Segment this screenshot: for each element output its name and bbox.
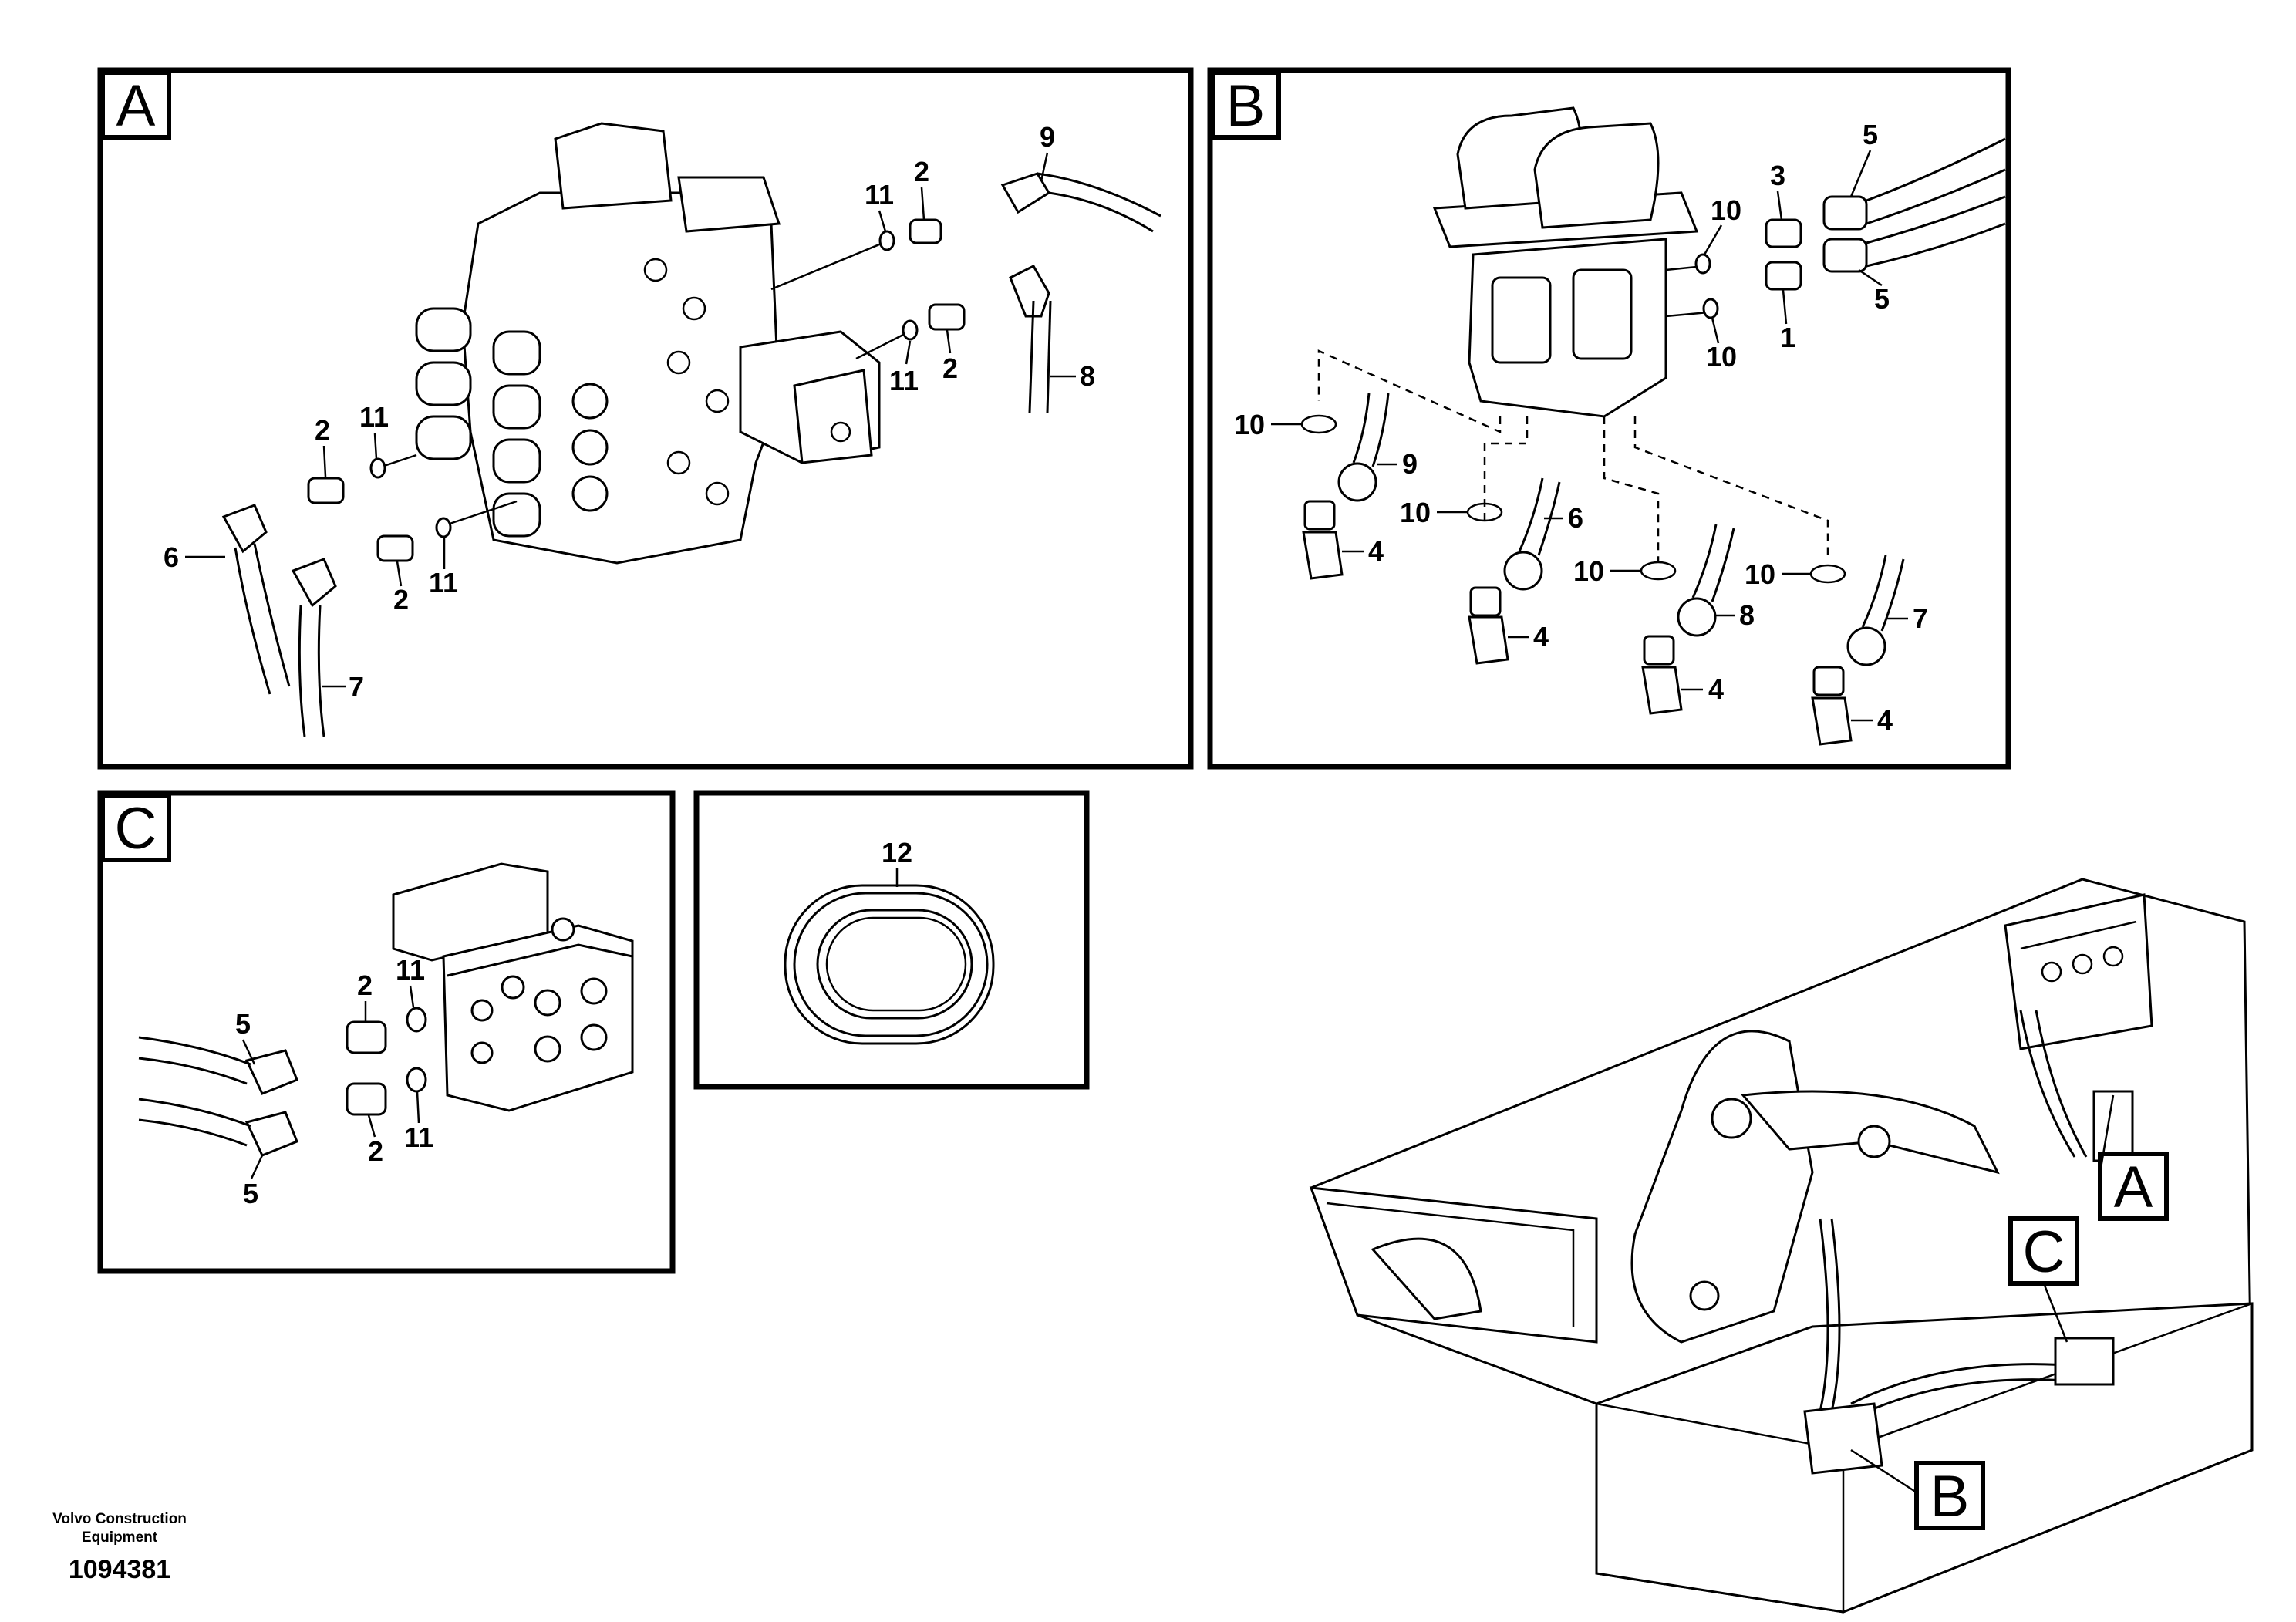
callout-b-6: 6 <box>1568 502 1583 534</box>
overview-tag-a-label: A <box>2114 1155 2153 1220</box>
callout-c-2-bottom: 2 <box>368 1135 383 1167</box>
callout-b-1: 1 <box>1780 322 1795 353</box>
manifold-block-illustration <box>392 862 634 1112</box>
panel-a-callouts: 9 11 2 8 11 2 2 11 6 2 11 7 <box>164 121 1095 703</box>
callout-b-4-g2: 4 <box>1533 621 1549 653</box>
footer-company-line1: Volvo Construction <box>52 1511 187 1527</box>
callout-b-5-right: 5 <box>1874 283 1890 315</box>
panel-a: A <box>97 67 1194 770</box>
manifold-fittings <box>138 1007 427 1157</box>
callout-c-11-top: 11 <box>396 954 425 986</box>
callout-a-2-mid: 2 <box>942 352 958 384</box>
grommet-illustration <box>784 884 995 1045</box>
fitting-set-upper-right <box>770 172 1161 291</box>
callout-a-2-top: 2 <box>914 156 929 187</box>
callout-a-7: 7 <box>349 671 364 703</box>
panel-b-tag: B <box>1226 73 1266 139</box>
callout-a-11-left: 11 <box>359 401 389 433</box>
callout-a-8: 8 <box>1080 360 1095 392</box>
panel-b: B <box>1207 67 2011 770</box>
panel-grommet: 12 <box>693 790 1090 1090</box>
callout-b-4-g3: 4 <box>1708 673 1724 705</box>
callout-b-4-g1: 4 <box>1368 535 1384 567</box>
control-valve-illustration <box>415 122 881 565</box>
callout-a-11-bottom: 11 <box>429 567 458 599</box>
callout-a-6: 6 <box>164 541 179 573</box>
panel-c-callouts: 11 2 5 2 11 5 <box>235 954 433 1209</box>
fitting-group-3 <box>1640 524 1735 715</box>
pilot-valve-illustration <box>1432 106 1709 418</box>
callout-b-10-g2: 10 <box>1400 497 1431 528</box>
callout-b-10-top: 10 <box>1711 194 1741 226</box>
footer-document-number: 1094381 <box>68 1555 171 1584</box>
callout-c-2-top: 2 <box>357 969 373 1001</box>
callout-a-11-top: 11 <box>865 179 894 211</box>
callout-c-5-bottom: 5 <box>243 1178 258 1209</box>
overview-illustration <box>1309 878 2254 1614</box>
panel-c-tag-box <box>100 793 171 862</box>
dashed-guide-1 <box>1317 349 1502 433</box>
panel-b-callouts: 5 3 10 5 10 1 10 9 4 10 6 4 10 <box>1234 119 1928 736</box>
overview-tag-a: A <box>2098 1094 2169 1221</box>
dashed-guide-4 <box>1633 416 1829 559</box>
callout-c-11-bottom: 11 <box>404 1121 433 1153</box>
callout-b-8: 8 <box>1739 599 1755 631</box>
fitting-set-left-lower <box>291 500 518 737</box>
overview-tag-b: B <box>1850 1448 1985 1530</box>
fitting-set-left-upper <box>221 454 417 695</box>
callout-a-2-bottom: 2 <box>393 584 409 615</box>
callout-b-3: 3 <box>1770 160 1785 191</box>
panel-b-tag-box <box>1210 70 1281 140</box>
panel-c: C 11 2 <box>97 790 676 1274</box>
overview-tag-c: C <box>2008 1216 2079 1343</box>
dashed-guide-2 <box>1483 416 1529 521</box>
callout-a-9: 9 <box>1040 121 1055 153</box>
callout-b-10-g4: 10 <box>1745 558 1775 590</box>
callout-a-2-left: 2 <box>315 414 330 446</box>
callout-b-7: 7 <box>1913 602 1928 634</box>
footer-company: Volvo Construction Equipment <box>31 1510 208 1547</box>
panel-a-tag: A <box>116 73 156 139</box>
callout-b-10-g3: 10 <box>1573 555 1604 587</box>
dashed-guide-3 <box>1603 416 1660 563</box>
callout-b-4-g4: 4 <box>1877 704 1893 736</box>
panel-c-tag: C <box>115 796 157 862</box>
fitting-group-4 <box>1809 555 1905 746</box>
fitting-set-mid-right <box>855 265 1052 413</box>
callout-d-12: 12 <box>882 837 912 868</box>
overview-tag-c-label: C <box>2023 1219 2065 1285</box>
overview-tag-b-label: B <box>1930 1464 1970 1529</box>
callout-b-5-top: 5 <box>1863 119 1878 150</box>
fitting-group-1 <box>1300 393 1390 580</box>
callout-b-9: 9 <box>1402 448 1418 480</box>
callout-c-5-top: 5 <box>235 1008 251 1040</box>
callout-b-10-g1: 10 <box>1234 409 1265 440</box>
callout-b-10-mid: 10 <box>1706 341 1737 373</box>
fitting-group-2 <box>1466 477 1561 665</box>
footer-company-line2: Equipment <box>81 1529 158 1546</box>
callout-a-11-mid: 11 <box>889 365 919 396</box>
fittings-upper-right <box>1694 137 2006 319</box>
panel-a-tag-box <box>100 70 171 140</box>
